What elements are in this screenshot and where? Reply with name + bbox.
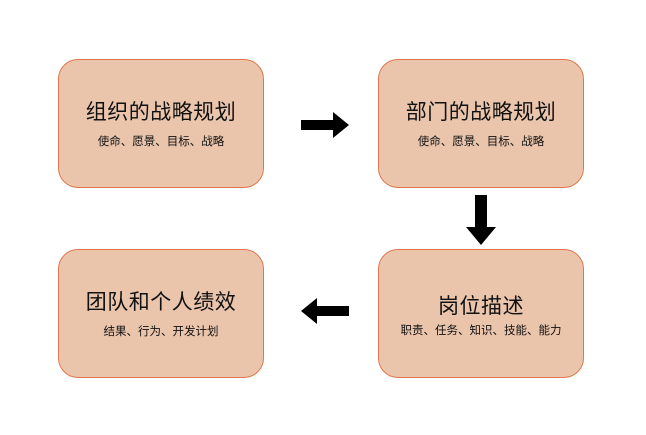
node-subtitle: 使命、愿景、目标、战略 [417, 133, 545, 148]
node-job-description: 岗位描述 职责、任务、知识、技能、能力 [378, 249, 584, 378]
node-title: 组织的战略规划 [85, 99, 237, 124]
node-org-strategy: 组织的战略规划 使命、愿景、目标、战略 [58, 59, 264, 188]
node-dept-strategy: 部门的战略规划 使命、愿景、目标、战略 [378, 59, 584, 188]
node-title: 岗位描述 [438, 294, 524, 318]
node-title: 部门的战略规划 [405, 99, 557, 124]
node-subtitle: 职责、任务、知识、技能、能力 [400, 323, 562, 337]
node-title: 团队和个人绩效 [85, 289, 237, 314]
node-subtitle: 使命、愿景、目标、战略 [97, 133, 225, 148]
arrow-right-icon [301, 112, 349, 138]
arrow-down-icon [466, 195, 496, 245]
node-team-performance: 团队和个人绩效 结果、行为、开发计划 [58, 249, 264, 378]
arrow-left-icon [301, 298, 349, 324]
node-subtitle: 结果、行为、开发计划 [103, 323, 219, 338]
